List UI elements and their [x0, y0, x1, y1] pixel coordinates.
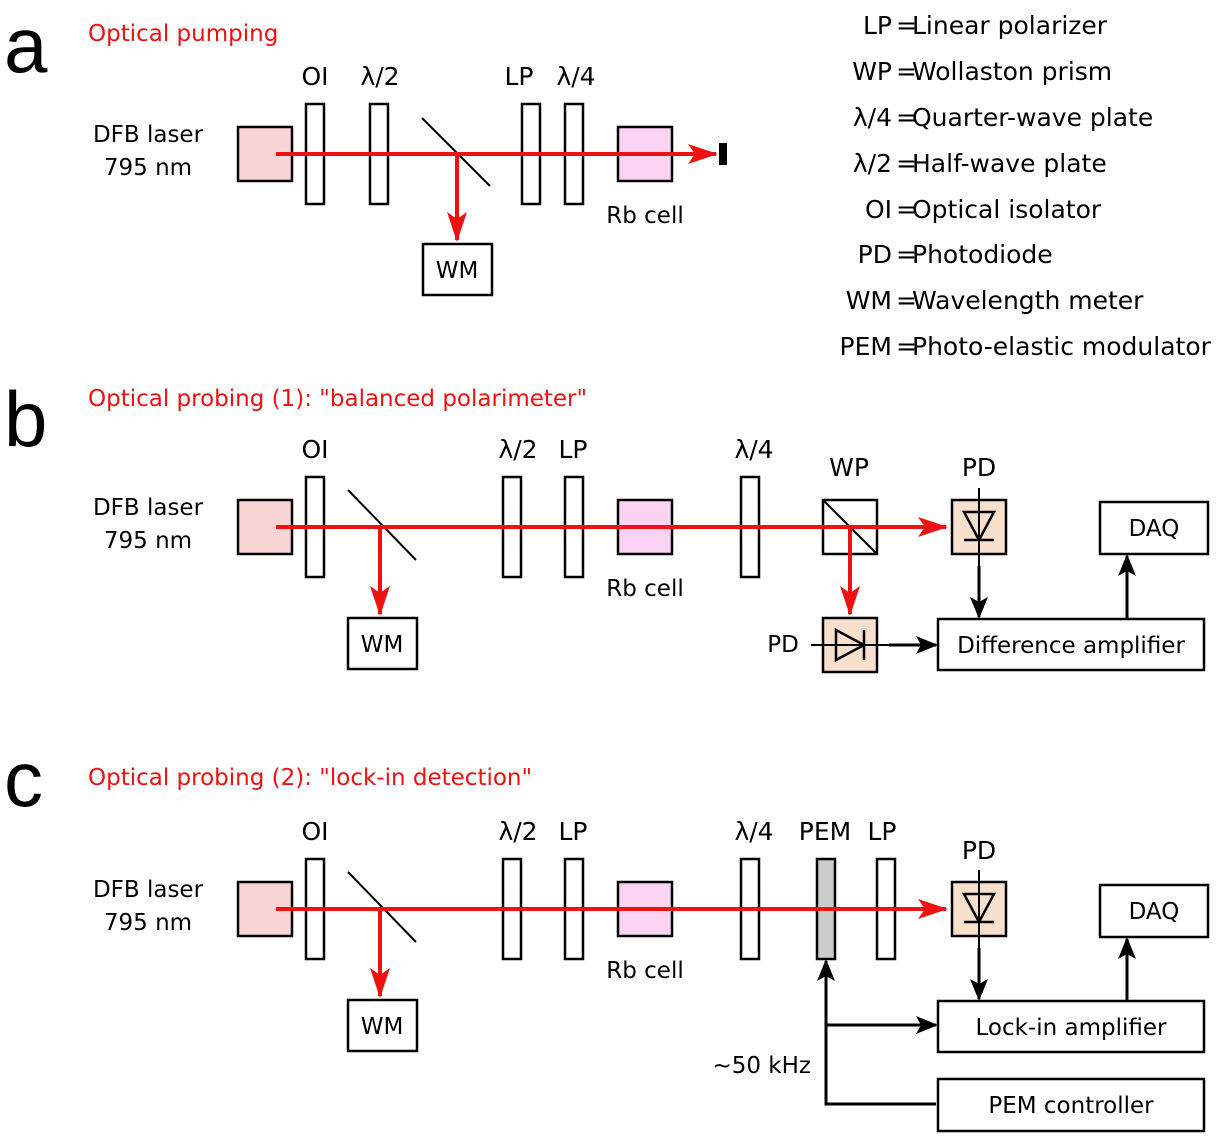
legend-eq: =: [896, 195, 917, 224]
panel-a: a Optical pumping DFB laser 795 nm OI λ/…: [4, 1, 727, 297]
legend-eq: =: [896, 332, 917, 361]
legend-row: WM = Wavelength meter: [846, 286, 1144, 315]
difference-amplifier: [936, 617, 1206, 672]
photodiode: [811, 616, 889, 674]
legend-desc: Photo-elastic modulator: [912, 332, 1212, 361]
legend-desc: Optical isolator: [912, 195, 1102, 224]
legend-row: λ/4 = Quarter-wave plate: [853, 103, 1153, 132]
legend-row: PD = Photodiode: [858, 240, 1053, 269]
half-wave-plate-label: λ/2: [360, 62, 399, 91]
quarter-wave-plate-label: λ/4: [556, 62, 595, 91]
wavelength-meter: [421, 242, 494, 297]
rb-cell-label: Rb cell: [606, 576, 683, 602]
legend-row: OI = Optical isolator: [865, 195, 1102, 224]
quarter-wave-plate-label: λ/4: [734, 817, 773, 846]
laser-wavelength: 795 nm: [104, 528, 192, 554]
quarter-wave-plate-label: λ/4: [734, 435, 773, 464]
daq: [1098, 883, 1210, 939]
rb-cell-label: Rb cell: [606, 958, 683, 984]
pem-label: PEM: [799, 817, 851, 846]
legend-eq: =: [896, 240, 917, 269]
laser-wavelength: 795 nm: [104, 155, 192, 181]
linear-polarizer-label: LP: [558, 435, 587, 464]
legend-row: LP = Linear polarizer: [863, 11, 1108, 40]
beam-dump: [719, 143, 727, 165]
legend-key: λ/2: [853, 149, 892, 178]
legend-eq: =: [896, 11, 917, 40]
wavelength-meter: [346, 998, 419, 1053]
photodiode: [950, 870, 1008, 948]
laser-wavelength: 795 nm: [104, 910, 192, 936]
panel-c: c Optical probing (2): "lock-in detectio…: [4, 735, 1210, 1133]
laser-label: DFB laser: [93, 877, 204, 903]
linear-polarizer-label: LP: [867, 817, 896, 846]
legend-desc: Linear polarizer: [912, 11, 1108, 40]
daq: [1098, 500, 1210, 556]
legend-key: WM: [846, 286, 892, 315]
wavelength-meter: [346, 616, 419, 671]
panel-b: b Optical probing (1): "balanced polarim…: [4, 375, 1210, 674]
legend-row: WP = Wollaston prism: [852, 57, 1112, 86]
panel-title: Optical probing (2): "lock-in detection": [88, 765, 532, 791]
pem-controller-label: PEM controller: [988, 1093, 1154, 1119]
modulation-frequency-label: ~50 kHz: [712, 1053, 811, 1079]
legend-key: LP: [863, 11, 892, 40]
wavelength-meter-label: WM: [361, 632, 404, 658]
legend-key: OI: [865, 195, 892, 224]
photodiode-label: PD: [962, 453, 996, 482]
legend-row: λ/2 = Half-wave plate: [853, 149, 1107, 178]
lock-in-amplifier: [936, 999, 1206, 1054]
legend-key: λ/4: [853, 103, 892, 132]
legend-desc: Half-wave plate: [912, 149, 1107, 178]
daq-label: DAQ: [1129, 899, 1180, 925]
linear-polarizer-label: LP: [504, 62, 533, 91]
wavelength-meter-label: WM: [361, 1014, 404, 1040]
optical-isolator-label: OI: [301, 435, 328, 464]
reference-wire: [817, 959, 936, 1106]
legend-key: PEM: [840, 332, 892, 361]
photodiode-label: PD: [962, 836, 996, 865]
optical-isolator-label: OI: [301, 817, 328, 846]
linear-polarizer-label: LP: [558, 817, 587, 846]
panel-letter: a: [4, 1, 48, 89]
difference-amplifier-label: Difference amplifier: [957, 633, 1185, 659]
optical-isolator-label: OI: [301, 62, 328, 91]
legend: LP = Linear polarizer WP = Wollaston pri…: [840, 11, 1212, 361]
rb-cell-label: Rb cell: [606, 203, 683, 229]
panel-letter: b: [4, 375, 47, 463]
wollaston-prism-label: WP: [829, 453, 869, 482]
legend-eq: =: [896, 286, 917, 315]
legend-key: WP: [852, 57, 892, 86]
laser-label: DFB laser: [93, 495, 204, 521]
half-wave-plate-label: λ/2: [498, 435, 537, 464]
legend-desc: Wollaston prism: [912, 57, 1112, 86]
panel-letter: c: [4, 735, 43, 823]
photodiode: [950, 488, 1008, 566]
panel-title: Optical probing (1): "balanced polarimet…: [88, 386, 587, 412]
lock-in-amplifier-label: Lock-in amplifier: [976, 1015, 1168, 1041]
legend-row: PEM = Photo-elastic modulator: [840, 332, 1212, 361]
daq-label: DAQ: [1129, 516, 1180, 542]
pem-controller: [936, 1077, 1206, 1133]
photodiode-label: PD: [767, 632, 799, 658]
laser-label: DFB laser: [93, 122, 204, 148]
legend-eq: =: [896, 149, 917, 178]
wavelength-meter-label: WM: [436, 258, 479, 284]
legend-eq: =: [896, 103, 917, 132]
panel-title: Optical pumping: [88, 21, 278, 47]
half-wave-plate-label: λ/2: [498, 817, 537, 846]
legend-desc: Quarter-wave plate: [912, 103, 1153, 132]
legend-eq: =: [896, 57, 917, 86]
legend-desc: Wavelength meter: [912, 286, 1144, 315]
legend-desc: Photodiode: [912, 240, 1053, 269]
legend-key: PD: [858, 240, 892, 269]
